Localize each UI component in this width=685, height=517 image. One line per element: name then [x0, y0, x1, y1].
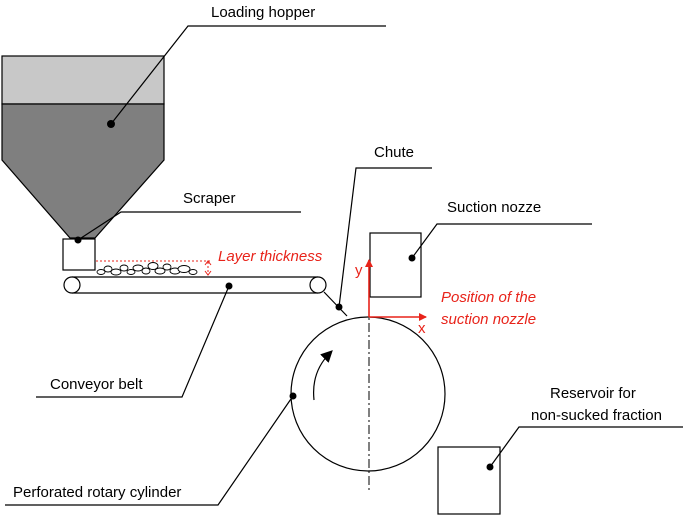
loading-hopper: [1, 55, 165, 239]
hopper-top-section: [1, 55, 165, 105]
position-label-line1: Position of the: [441, 289, 536, 306]
axis-x-label: x: [418, 320, 426, 337]
axis-y-label: y: [355, 262, 363, 279]
position-label-line2: suction nozzle: [441, 311, 536, 328]
hopper-leader-line: [110, 25, 386, 125]
hopper-body: [1, 103, 165, 239]
chute-label: Chute: [374, 144, 414, 161]
scraper: [62, 238, 96, 271]
layer-thickness-arrowhead-top: [204, 260, 212, 266]
layer-thickness-label: Layer thickness: [218, 248, 323, 265]
layer-thickness-arrowhead-bottom: [204, 270, 212, 276]
conveyor-belt: [63, 276, 327, 294]
rotation-arrow: [312, 350, 333, 401]
reservoir-label-line1: Reservoir for: [550, 385, 636, 402]
chute: [323, 291, 348, 317]
chute-leader-line: [338, 167, 432, 308]
cylinder-label: Perforated rotary cylinder: [13, 484, 181, 501]
reservoir-label-line2: non-sucked fraction: [531, 407, 662, 424]
loading-hopper-label: Loading hopper: [211, 4, 315, 21]
scraper-label: Scraper: [183, 190, 236, 207]
reservoir: [437, 446, 501, 515]
reservoir-leader-line: [489, 426, 683, 468]
conveyor-belt-label: Conveyor belt: [50, 376, 143, 393]
cylinder-leader-line: [5, 395, 294, 506]
nozzle-leader-line: [411, 223, 592, 259]
belt-leader-line: [36, 285, 230, 398]
scraper-leader-line: [77, 211, 301, 241]
material-layer: [96, 262, 198, 276]
belt-roller-right: [309, 276, 327, 294]
suction-nozzle-label: Suction nozze: [447, 199, 541, 216]
belt-roller-left: [63, 276, 81, 294]
suction-nozzle: [369, 232, 422, 298]
